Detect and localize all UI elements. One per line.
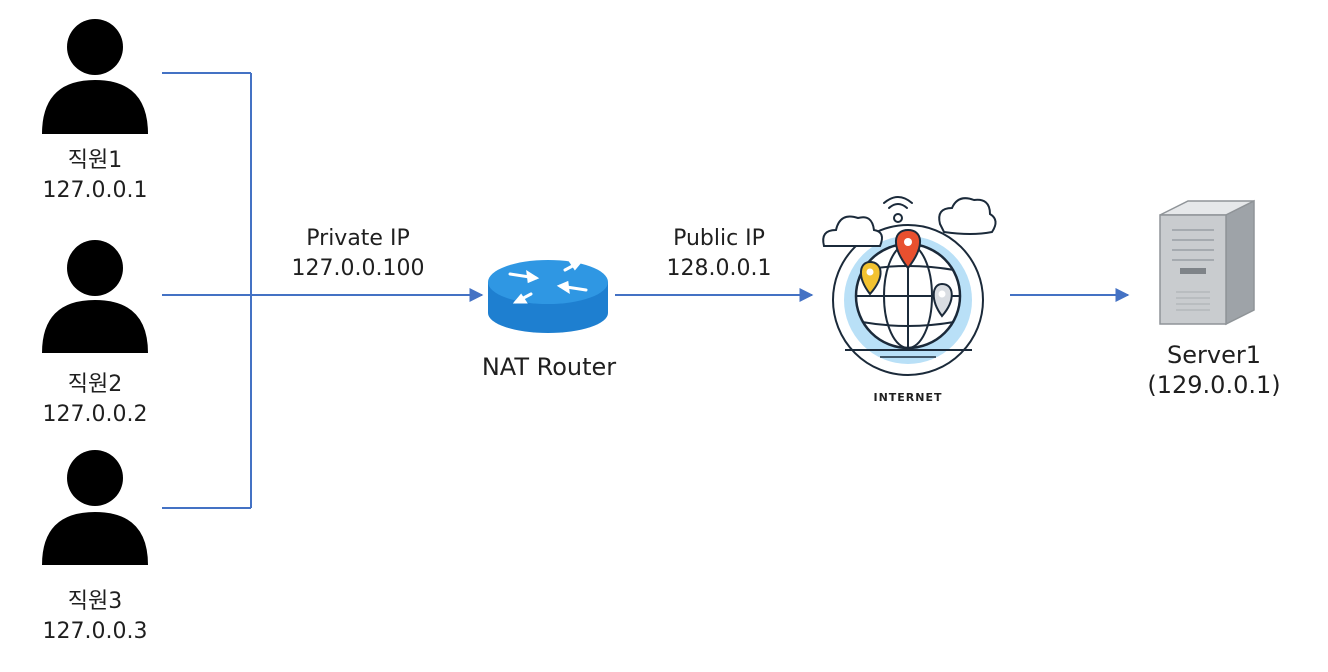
employee-1-name: 직원1 [67,148,123,173]
public-ip-label: Public IP 128.0.0.1 [667,224,772,284]
private-ip-title: Private IP [306,226,410,251]
employee-2-name: 직원2 [67,372,123,397]
router-label: NAT Router [481,353,617,381]
person-icon-2 [42,240,148,353]
employee-3-label: 직원3 127.0.0.3 [43,587,148,647]
internet-globe-icon [822,196,997,376]
server-icon [1159,199,1255,326]
employee-2-ip: 127.0.0.2 [42,402,148,427]
public-ip-title: Public IP [673,226,765,251]
person-icon-3 [42,450,148,565]
employee-1-label: 직원1 127.0.0.1 [43,146,148,206]
private-ip-value: 127.0.0.100 [291,256,425,281]
server-ip: (129.0.0.1) [1147,371,1281,399]
private-ip-label: Private IP 127.0.0.100 [292,224,425,284]
employee-3-ip: 127.0.0.3 [42,619,148,644]
server-label: Server1 (129.0.0.1) [1147,340,1280,400]
employee-3-name: 직원3 [67,589,123,614]
router-icon [488,260,608,333]
employee-1-ip: 127.0.0.1 [42,178,148,203]
server-name: Server1 [1167,341,1261,369]
internet-label: INTERNET [873,391,943,404]
employee-bracket-connector [162,72,252,509]
public-ip-value: 128.0.0.1 [666,256,772,281]
employee-2-label: 직원2 127.0.0.2 [43,370,148,430]
person-icon-1 [42,19,148,134]
